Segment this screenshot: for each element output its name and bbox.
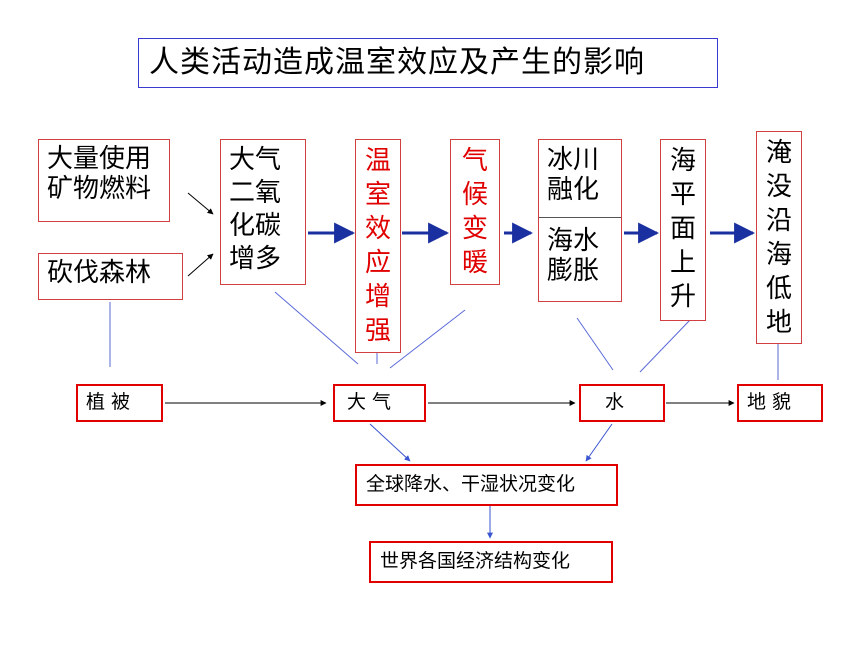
ice-melting-section: 冰川 融化 [539, 140, 621, 218]
page-title: 人类活动造成温室效应及产生的影响 [138, 38, 718, 88]
climate-char-1: 气 [461, 146, 488, 176]
sealevel-char-3: 面 [669, 214, 696, 244]
cause-deforestation-box: 砍伐森林 [38, 253, 183, 300]
climate-warming-box: 气 候 变 暖 [450, 139, 500, 285]
climate-char-3: 变 [461, 214, 488, 244]
vegetation-box: 植 被 [76, 384, 163, 422]
flood-char-2: 没 [765, 172, 792, 202]
cause-mineral-line-2: 矿物燃料 [47, 174, 152, 204]
seawater-line-2: 膨胀 [547, 256, 600, 286]
sea-level-rise-box: 海 平 面 上 升 [660, 139, 706, 321]
sealevel-char-2: 平 [669, 180, 696, 210]
greenhouse-char-2: 室 [364, 180, 391, 210]
greenhouse-char-5: 增 [364, 282, 391, 312]
greenhouse-char-4: 应 [364, 248, 391, 278]
co2-line-2: 二氧 [229, 178, 282, 208]
flood-char-1: 淹 [765, 138, 792, 168]
flood-lowland-box: 淹 没 沿 海 低 地 [756, 131, 802, 344]
atmosphere-box: 大 气 [333, 384, 426, 422]
cause-mineral-fuel-box: 大量使用 矿物燃料 [38, 139, 170, 222]
economic-structure-box: 世界各国经济结构变化 [369, 541, 613, 583]
ice-line-2: 融化 [547, 175, 600, 205]
precipitation-change-box: 全球降水、干湿状况变化 [355, 464, 618, 506]
co2-line-3: 化碳 [229, 211, 282, 241]
landform-box: 地 貌 [737, 384, 823, 422]
ice-seawater-box: 冰川 融化 海水 膨胀 [538, 139, 622, 302]
climate-char-2: 候 [461, 180, 488, 210]
water-box: 水 [579, 384, 665, 422]
co2-line-1: 大气 [229, 145, 282, 175]
flood-char-6: 地 [765, 308, 792, 338]
greenhouse-char-1: 温 [364, 146, 391, 176]
sealevel-char-5: 升 [669, 282, 696, 312]
co2-line-4: 增多 [229, 244, 282, 274]
flood-char-5: 低 [765, 274, 792, 304]
greenhouse-char-3: 效 [364, 214, 391, 244]
flood-char-4: 海 [765, 240, 792, 270]
greenhouse-effect-box: 温 室 效 应 增 强 [355, 139, 401, 353]
ice-line-1: 冰川 [547, 145, 600, 175]
flood-char-3: 沿 [765, 206, 792, 236]
cause-mineral-line-1: 大量使用 [47, 144, 152, 174]
seawater-expansion-section: 海水 膨胀 [539, 218, 621, 286]
co2-increase-box: 大气 二氧 化碳 增多 [220, 139, 306, 285]
greenhouse-char-6: 强 [364, 316, 391, 346]
sealevel-char-1: 海 [669, 146, 696, 176]
sealevel-char-4: 上 [669, 248, 696, 278]
climate-char-4: 暖 [461, 248, 488, 278]
seawater-line-1: 海水 [547, 226, 600, 256]
